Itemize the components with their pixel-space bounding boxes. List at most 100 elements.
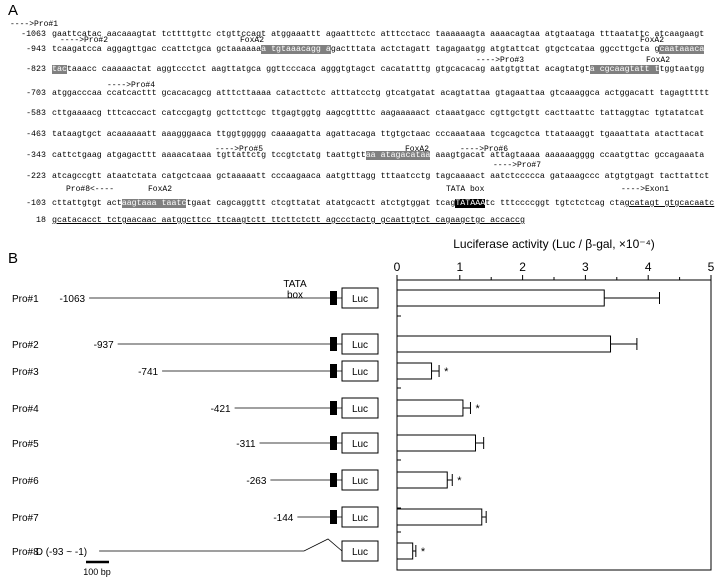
construct-start-label: -263 xyxy=(246,476,266,487)
tata-box-marker xyxy=(330,291,337,305)
sequence-segment: tggtaatgg xyxy=(659,65,705,74)
sequence-position: -463 xyxy=(26,130,46,139)
x-tick-label: 2 xyxy=(519,260,526,274)
sequence-position: -343 xyxy=(26,151,46,160)
sequence-line: gcatacacct tctgaacaac aatggcttcc ttcaagt… xyxy=(52,216,525,226)
scale-bar-label: 100 bp xyxy=(83,567,111,577)
luc-box xyxy=(341,360,379,382)
luc-box xyxy=(341,333,379,355)
sequence-position: 18 xyxy=(36,216,46,225)
promoter-start-label: ---->Pro#1 xyxy=(10,20,59,29)
promoter-start-label: Pro#8<---- xyxy=(66,185,115,194)
luc-label: Luc xyxy=(352,547,368,558)
sequence-line: tataagtgct acaaaaaatt aaagggaaca ttggtgg… xyxy=(52,130,704,140)
construct-name: Pro#2 xyxy=(12,340,39,351)
sequence-position: -703 xyxy=(26,89,46,98)
foxa2-site-highlight: a cgcaagtatt t xyxy=(589,65,660,74)
sequence-position: -823 xyxy=(26,65,46,74)
bar xyxy=(396,335,612,353)
luc-box xyxy=(341,506,379,528)
construct-start-label: -421 xyxy=(211,404,231,415)
bar xyxy=(396,434,476,452)
tata-box-marker xyxy=(330,337,337,351)
x-tick-label: 0 xyxy=(394,260,401,274)
sequence-segment: tc tttccccggt tgtctctcag cta xyxy=(485,199,625,208)
tata-box-marker xyxy=(330,510,337,524)
foxa2-site-highlight: tac xyxy=(52,65,67,74)
chart-frame xyxy=(396,279,712,571)
sequence-line: tactaaacc caaaaactat aggtccctct aagttatg… xyxy=(52,65,704,75)
sequence-segment: gactttata actctagatt tagagaatgg atgtattc… xyxy=(330,45,660,54)
construct-start-label: D (-93 ~ -1) xyxy=(36,547,87,558)
exon-sequence: gcatacacct tctgaacaac aatggcttcc ttcaagt… xyxy=(52,216,525,225)
bar xyxy=(396,542,414,560)
foxa2-label: FoxA2 xyxy=(405,145,430,154)
construct-start-label: -741 xyxy=(138,367,158,378)
promoter-start-label: ---->Pro#2 xyxy=(60,36,109,45)
sequence-segment: tcaagatcca aggagttgac ccattctgca gctaaaa… xyxy=(52,45,262,54)
tata-box-marker xyxy=(330,364,337,378)
sequence-line: gaattcatac aacaaagtat tcttttgttc ctgttcc… xyxy=(52,30,704,40)
sequence-line: cattctgaag atgagacttt aaaacataaa tgttatt… xyxy=(52,151,704,161)
construct-start-label: -937 xyxy=(94,340,114,351)
x-tick-label: 3 xyxy=(582,260,589,274)
luc-label: Luc xyxy=(352,476,368,487)
luc-label: Luc xyxy=(352,340,368,351)
construct-name: Pro#4 xyxy=(12,404,39,415)
luc-box xyxy=(341,287,379,309)
luc-box xyxy=(341,397,379,419)
luc-label: Luc xyxy=(352,404,368,415)
foxa2-label: FoxA2 xyxy=(646,56,671,65)
luc-label: Luc xyxy=(352,439,368,450)
luc-label: Luc xyxy=(352,294,368,305)
tata-box-title: TATA xyxy=(283,279,307,290)
tata-box-marker xyxy=(330,436,337,450)
bar xyxy=(396,399,464,417)
sequence-position: -223 xyxy=(26,172,46,181)
sequence-segment: tataagtgct acaaaaaatt aaagggaaca ttggtgg… xyxy=(52,130,705,139)
sequence-line: tcaagatcca aggagttgac ccattctgca gctaaaa… xyxy=(52,45,705,55)
construct-start-label: -311 xyxy=(236,439,256,450)
significance-marker: * xyxy=(457,475,462,487)
luc-box xyxy=(341,540,379,562)
bar xyxy=(396,508,483,526)
x-tick-label: 1 xyxy=(456,260,463,274)
sequence-segment: cttattgtgt act xyxy=(52,199,122,208)
luc-label: Luc xyxy=(352,367,368,378)
foxa2-label: FoxA2 xyxy=(640,36,665,45)
sequence-line: cttattgtgt actaagtaaa taatctgaat cagcagg… xyxy=(52,199,714,209)
promoter-start-label: ---->Pro#7 xyxy=(493,161,542,170)
sequence-position: -103 xyxy=(26,199,46,208)
promoter-start-label: ---->Exon1 xyxy=(621,185,670,194)
luc-box xyxy=(341,469,379,491)
construct-name: Pro#7 xyxy=(12,513,39,524)
construct-name: Pro#8 xyxy=(12,547,39,558)
sequence-segment: tgaat cagcaggttt ctcgttatat atatgcactt a… xyxy=(186,199,456,208)
promoter-start-label: ---->Pro#5 xyxy=(215,145,264,154)
chart-title: Luciferase activity (Luc / β-gal, ×10⁻⁴) xyxy=(453,237,654,251)
exon-sequence: gcatagt gtgcacaatc xyxy=(624,199,715,208)
deletion-line xyxy=(99,538,343,552)
bar xyxy=(396,362,433,380)
luc-box xyxy=(341,432,379,454)
tata-box-label: TATA box xyxy=(446,185,485,194)
promoter-start-label: ---->Pro#6 xyxy=(460,145,509,154)
sequence-segment: atggacccaa ccatcacttt gcacacagcg atttctt… xyxy=(52,89,710,98)
panel-a-label: A xyxy=(8,2,19,19)
x-tick-label: 5 xyxy=(708,260,715,274)
foxa2-site-highlight: a tgtaaacagg a xyxy=(261,45,331,54)
foxa2-site-highlight: aa atagacataa xyxy=(365,151,431,160)
foxa2-label: FoxA2 xyxy=(148,185,173,194)
sequence-segment: taaacc caaaaactat aggtccctct aagttatgca … xyxy=(66,65,590,74)
promoter-start-label: ---->Pro#3 xyxy=(476,56,525,65)
sequence-segment: aaagtgacat attagtaaaa aaaaaagggg ccaatgt… xyxy=(430,151,705,160)
sequence-segment: atcagccgtt ataatctata catgctcaaa gctaaaa… xyxy=(52,172,710,181)
promoter-start-label: ---->Pro#4 xyxy=(107,81,156,90)
construct-name: Pro#1 xyxy=(12,294,39,305)
sequence-position: -583 xyxy=(26,109,46,118)
bar xyxy=(396,471,448,489)
sequence-segment: cattctgaag atgagacttt aaaacataaa tgttatt… xyxy=(52,151,366,160)
construct-name: Pro#6 xyxy=(12,476,39,487)
foxa2-site-highlight: aagtaaa taatc xyxy=(121,199,187,208)
